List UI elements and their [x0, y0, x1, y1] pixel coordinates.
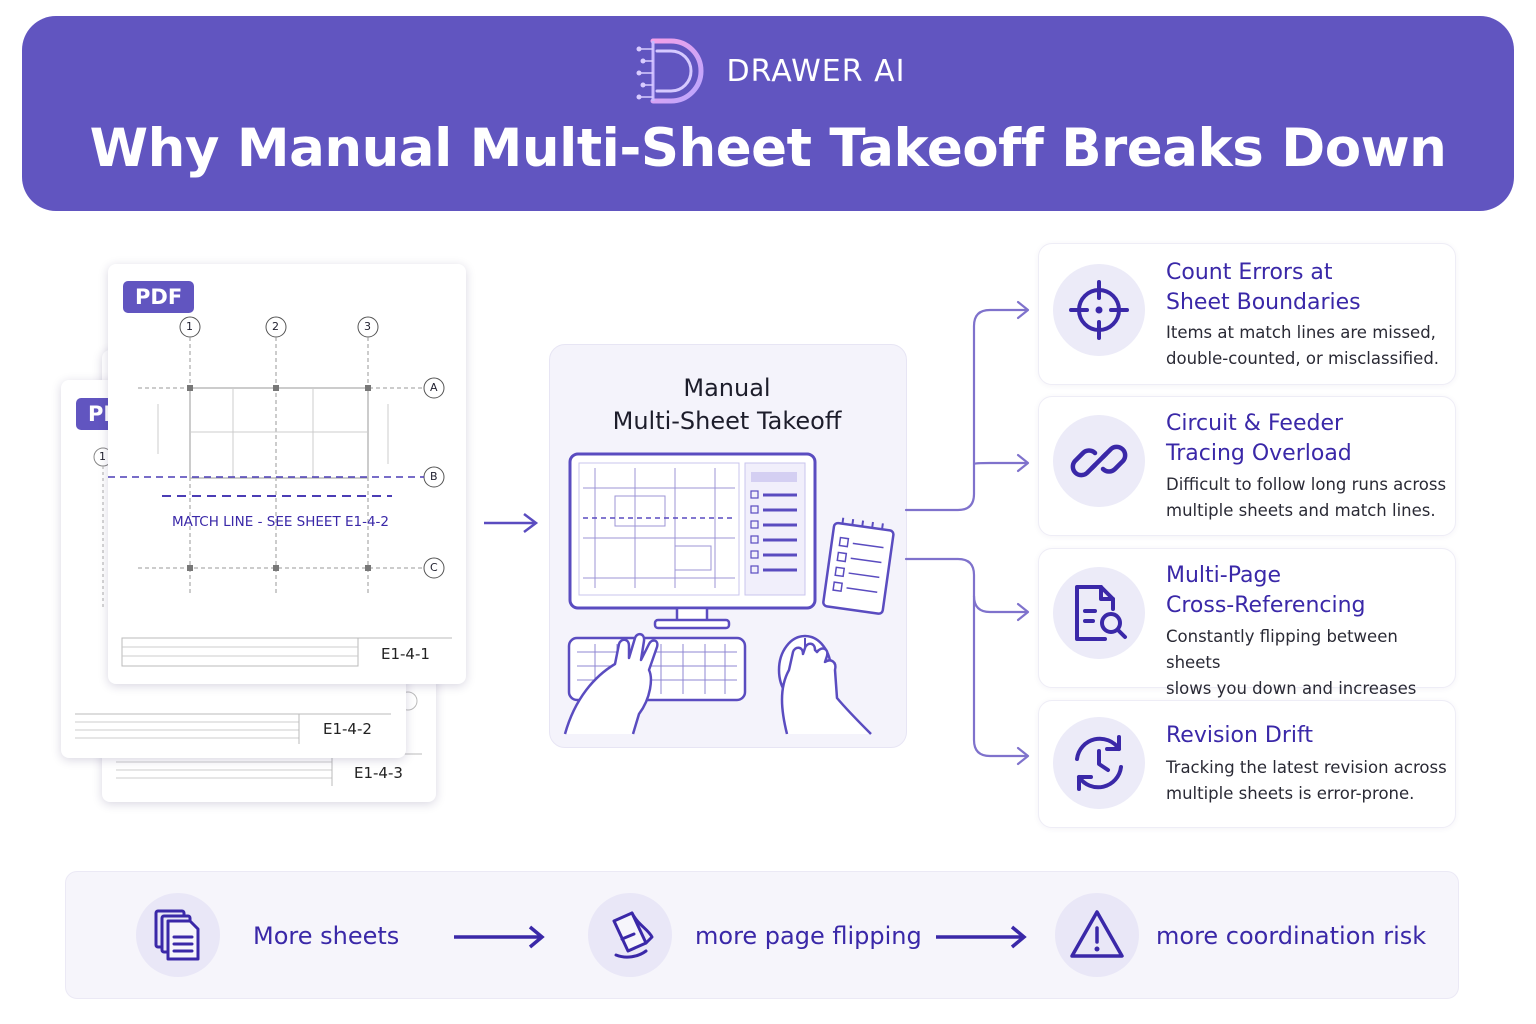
card-title: Circuit & Feeder Tracing Overload: [1166, 409, 1352, 469]
flow-label-coordination-risk: more coordination risk: [1156, 922, 1427, 950]
issue-card-cross-referencing: Multi-Page Cross-Referencing Constantly …: [1038, 548, 1456, 724]
grid-column-3: 3: [364, 320, 371, 333]
card-desc-line2: double-counted, or misclassified.: [1166, 349, 1440, 368]
card-icon-circle: [1053, 717, 1145, 809]
grid-column-1: 1: [186, 320, 193, 333]
flow-icon-circle: [136, 893, 220, 977]
card-description: Difficult to follow long runs across mul…: [1166, 472, 1446, 524]
flow-arrow-1: [454, 925, 545, 949]
flow-arrow-2: [936, 925, 1027, 949]
drawer-ai-logo-icon: [636, 38, 703, 104]
card-desc-line1: Tracking the latest revision across: [1166, 758, 1447, 777]
crosshair-icon: [1069, 280, 1129, 340]
card-icon-circle: [1053, 567, 1145, 659]
card-title-line1: Multi-Page: [1166, 563, 1281, 588]
sheet-front-label: E1-4-1: [381, 645, 430, 663]
card-description: Items at match lines are missed, double-…: [1166, 320, 1439, 372]
clock-refresh-icon: [1075, 735, 1123, 791]
grid-row-b: B: [430, 470, 438, 483]
grid-column-2: 2: [272, 320, 279, 333]
card-title-line2: Tracing Overload: [1166, 441, 1352, 466]
center-title: Manual Multi-Sheet Takeoff: [549, 372, 905, 438]
card-title-line1: Circuit & Feeder: [1166, 411, 1344, 436]
card-title-line2: Sheet Boundaries: [1166, 290, 1361, 315]
page-flip-icon: [612, 911, 654, 959]
warning-triangle-icon: [1070, 910, 1124, 958]
brand: DRAWER AI: [0, 36, 1536, 106]
card-title: Count Errors at Sheet Boundaries: [1166, 258, 1361, 318]
card-desc-line2: multiple sheets is error-prone.: [1166, 784, 1415, 803]
sheet-front-pdf-badge: PDF: [123, 281, 195, 313]
sheet-middle-column-marker: 1: [99, 450, 106, 463]
flow-icon-circle: [1055, 893, 1139, 977]
card-desc-line2: multiple sheets and match lines.: [1166, 501, 1436, 520]
chain-link-icon: [1070, 444, 1128, 478]
match-line-label: MATCH LINE - SEE SHEET E1-4-2: [172, 514, 390, 530]
center-title-line2: Multi-Sheet Takeoff: [612, 407, 842, 435]
sheet-middle-label: E1-4-2: [323, 720, 372, 738]
document-search-icon: [1075, 585, 1127, 641]
grid-row-c: C: [430, 561, 438, 574]
card-title: Multi-Page Cross-Referencing: [1166, 561, 1366, 621]
sheet-front: PDF 1 2 3 A: [108, 264, 466, 684]
center-title-line1: Manual: [683, 374, 771, 402]
flow-icon-circle: [588, 893, 672, 977]
issue-card-count-errors: Count Errors at Sheet Boundaries Items a…: [1038, 243, 1456, 385]
card-title-line1: Revision Drift: [1166, 723, 1314, 748]
card-desc-line1: Difficult to follow long runs across: [1166, 475, 1447, 494]
card-icon-circle: [1053, 415, 1145, 507]
grid-row-a: A: [430, 381, 438, 394]
issue-card-revision-drift: Revision Drift Tracking the latest revis…: [1038, 700, 1456, 828]
card-icon-circle: [1053, 264, 1145, 356]
bottom-flow-bar: [65, 871, 1459, 999]
brand-name: DRAWER AI: [726, 53, 906, 89]
arrow-sheets-to-center: [484, 513, 539, 533]
card-desc-line1: Items at match lines are missed,: [1166, 323, 1436, 342]
flow-label-page-flipping: more page flipping: [695, 922, 922, 950]
card-title: Revision Drift: [1166, 721, 1313, 751]
flow-label-more-sheets: More sheets: [253, 922, 400, 950]
computer-workstation-illustration: [563, 452, 895, 735]
sheet-back-label: E1-4-3: [354, 764, 403, 782]
card-desc-line1: Constantly flipping between sheets: [1166, 627, 1398, 672]
card-description: Tracking the latest revision across mult…: [1166, 755, 1447, 807]
sheet-front-floorplan: [108, 316, 452, 667]
page-title: Why Manual Multi-Sheet Takeoff Breaks Do…: [89, 118, 1447, 179]
issue-card-circuit-tracing: Circuit & Feeder Tracing Overload Diffic…: [1038, 396, 1456, 536]
sheet-middle-drawing: [75, 447, 391, 744]
card-title-line2: Cross-Referencing: [1166, 593, 1366, 618]
connector-lines: [904, 300, 1030, 766]
stacked-documents-icon: [154, 909, 200, 961]
header-banner: [22, 16, 1514, 211]
card-title-line1: Count Errors at: [1166, 260, 1333, 285]
